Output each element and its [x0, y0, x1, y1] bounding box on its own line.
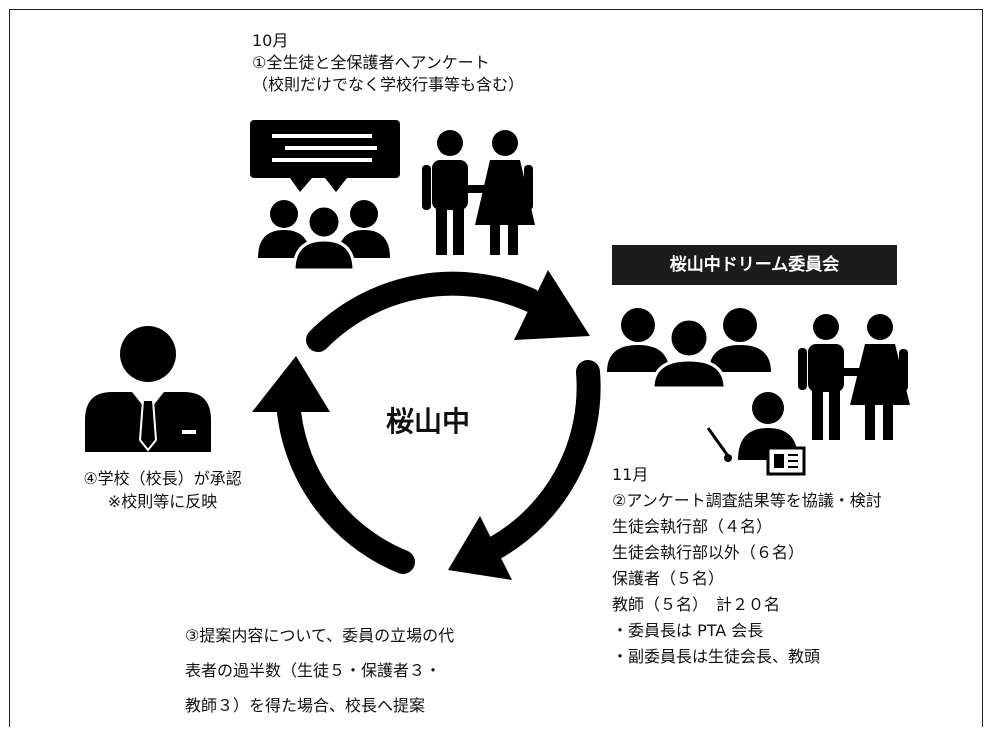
step1-month: 10月 [252, 31, 289, 50]
arrow-bottom-head [252, 356, 330, 412]
step2-line4: 保護者（５名） [612, 569, 725, 588]
arrow-bottom [276, 388, 415, 574]
step4-text: ④学校（校長）が承認 ※校則等に反映 [55, 467, 270, 513]
committee-title: 桜山中ドリーム委員会 [612, 245, 897, 285]
group-icon [607, 308, 771, 390]
arrow-right-head [448, 516, 512, 580]
step2-line5: 教師（５名） 計２０名 [612, 595, 781, 614]
step2-line3: 生徒会執行部以外（６名） [612, 543, 805, 562]
arrow-top [306, 271, 542, 352]
step2-text: 11月 ②アンケート調査結果等を協議・検討 生徒会執行部（４名） 生徒会執行部以… [612, 462, 882, 670]
couple-icon [422, 130, 535, 255]
diagram-frame [9, 9, 983, 727]
step3-line1: ③提案内容について、委員の立場の代 [185, 626, 455, 645]
step2-line6: ・委員長は PTA 会長 [612, 621, 764, 640]
step1-text: 10月 ①全生徒と全保護者へアンケート （校則だけでなく学校行事等も含む） [252, 30, 524, 96]
step1-line1: ①全生徒と全保護者へアンケート [252, 53, 490, 72]
committee-couple-icon [798, 314, 910, 440]
cycle-arrows [252, 270, 601, 580]
arrow-right [483, 360, 601, 560]
step2-month: 11月 [612, 465, 649, 484]
teacher-icon [706, 392, 806, 476]
step2-line1: ②アンケート調査結果等を協議・検討 [612, 491, 882, 510]
step4-line1: ④学校（校長）が承認 [83, 469, 242, 488]
step3-line2: 表者の過半数（生徒５・保護者３・ [185, 661, 442, 680]
principal-icon [85, 326, 211, 452]
speech-bubble-icon [250, 120, 400, 192]
arrow-top-head [514, 270, 590, 340]
step2-line2: 生徒会執行部（４名） [612, 517, 773, 536]
step3-text: ③提案内容について、委員の立場の代 表者の過半数（生徒５・保護者３・ 教師３）を… [185, 618, 454, 723]
step2-line7: ・副委員長は生徒会長、教頭 [612, 647, 821, 666]
step1-line2: （校則だけでなく学校行事等も含む） [252, 75, 525, 94]
center-label: 桜山中 [386, 405, 471, 438]
step3-line3: 教師３）を得た場合、校長へ提案 [185, 696, 426, 715]
step4-line2: ※校則等に反映 [107, 492, 218, 511]
audience-icon [258, 200, 390, 272]
